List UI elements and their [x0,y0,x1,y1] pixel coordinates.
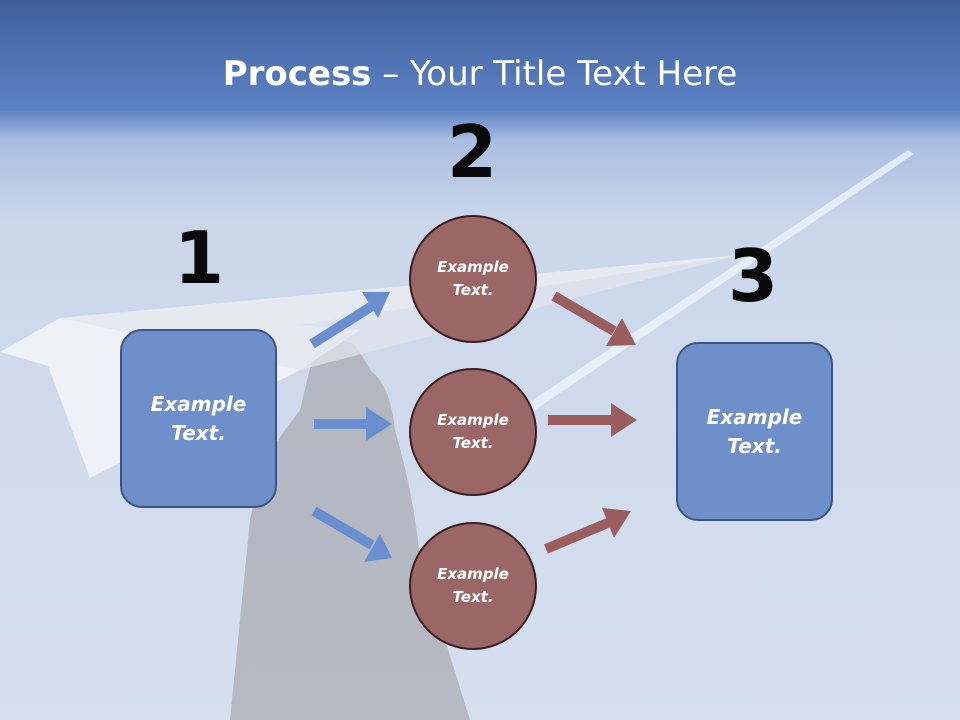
step-2-item-3-text: Example Text. [437,565,509,606]
contrail-icon [512,150,914,420]
step-number-1: 1 [173,216,225,300]
step-2-item-2-text: Example Text. [437,411,509,452]
step-3-box: Example Text. [676,342,833,521]
title-bold: Process [222,54,372,94]
slide-title: Process – Your Title Text Here [0,52,960,96]
step-2-circle-top: Example Text. [409,215,537,343]
step-2-item-1-text: Example Text. [437,258,509,299]
step-3-text: Example Text. [706,404,803,458]
step-2-circle-middle: Example Text. [409,368,537,496]
step-2-circle-bottom: Example Text. [409,522,537,650]
title-rest: – Your Title Text Here [371,54,738,94]
step-number-2: 2 [446,110,498,194]
step-number-3: 3 [727,234,779,318]
step-1-text: Example Text. [150,391,247,445]
step-1-box: Example Text. [120,329,277,508]
